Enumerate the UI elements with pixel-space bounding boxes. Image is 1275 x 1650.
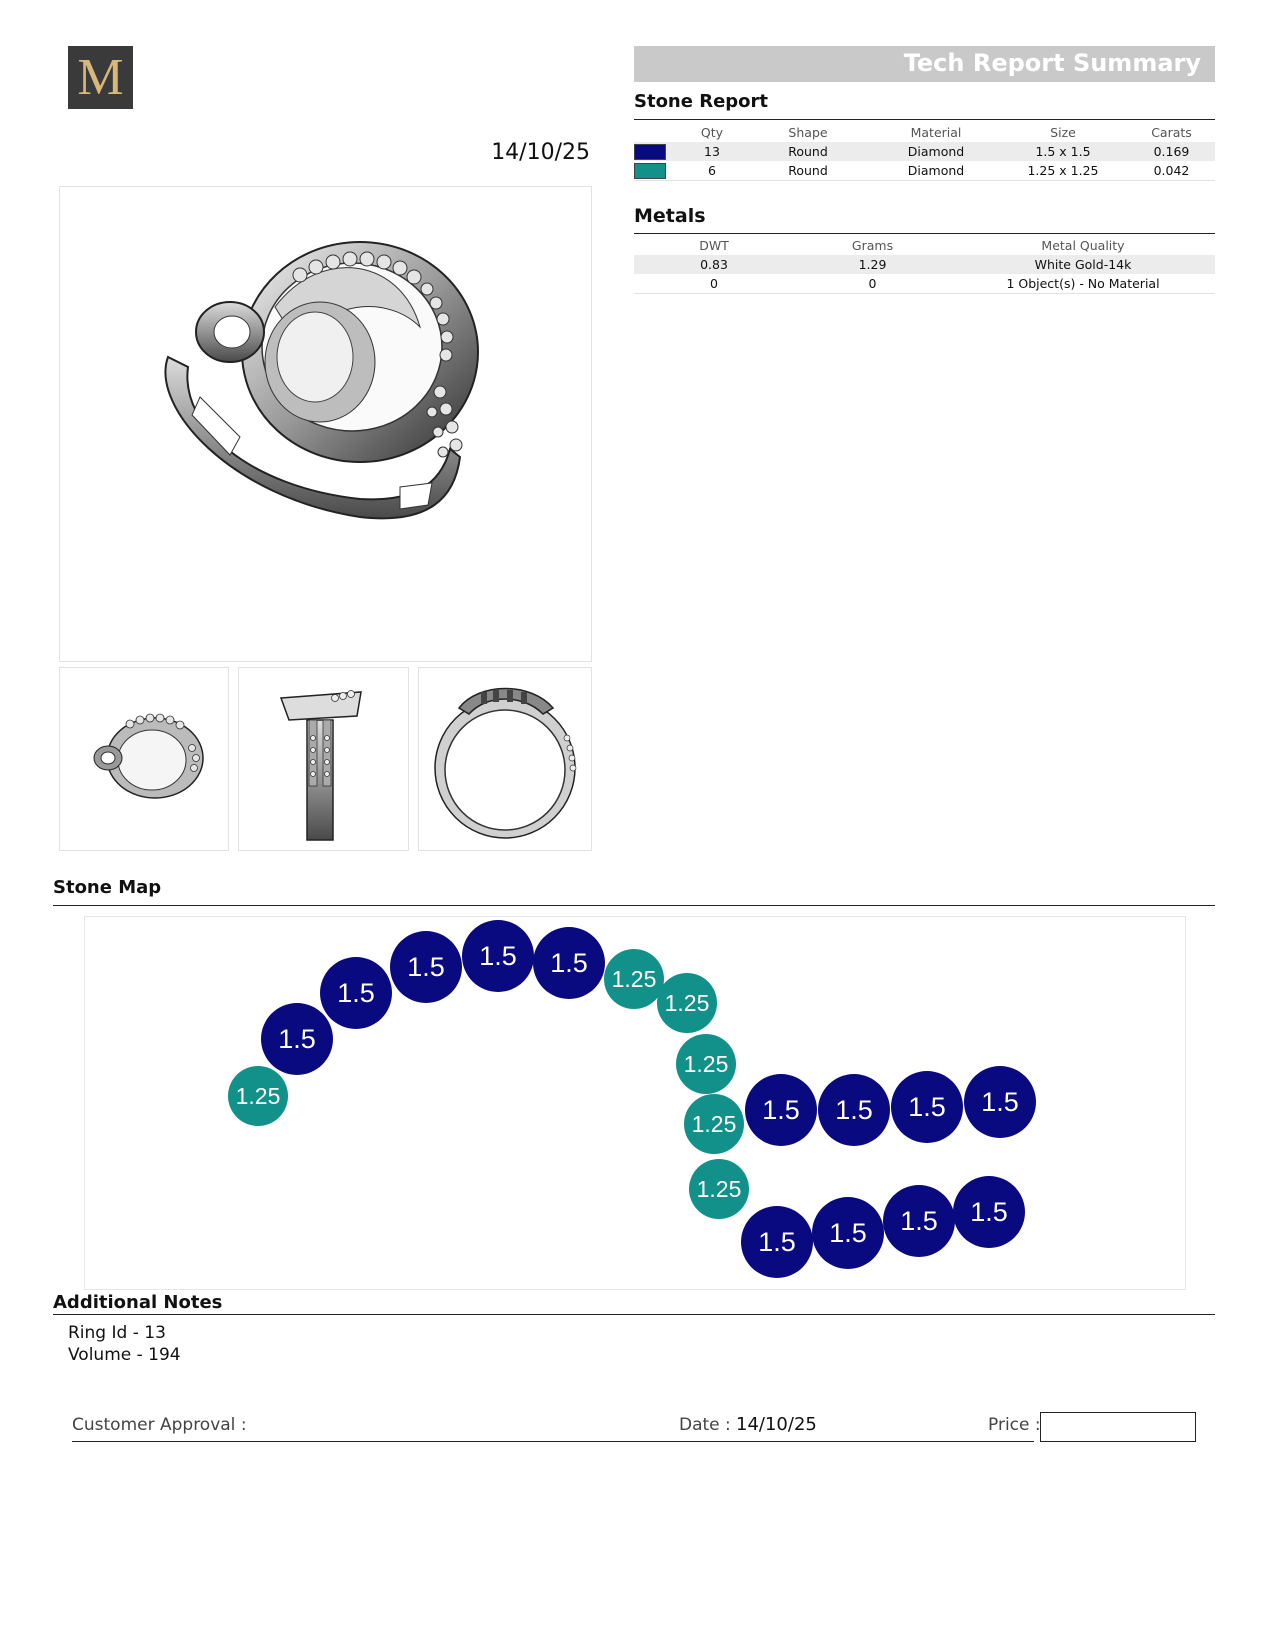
stone-marker: 1.5 <box>953 1176 1025 1248</box>
stone-marker: 1.25 <box>684 1094 744 1154</box>
grams-cell: 1.29 <box>794 255 951 274</box>
stone-marker: 1.5 <box>883 1185 955 1257</box>
carats-cell: 0.042 <box>1128 161 1215 181</box>
stone-marker: 1.25 <box>657 973 717 1033</box>
stone-marker: 1.5 <box>533 927 605 999</box>
ring-thumb-front-image <box>93 713 204 799</box>
report-title: Tech Report Summary <box>903 49 1201 77</box>
stone-marker: 1.5 <box>891 1071 963 1143</box>
material-cell: Diamond <box>874 142 998 161</box>
col-material: Material <box>910 125 962 140</box>
qty-cell: 6 <box>682 161 742 181</box>
stone-marker: 1.25 <box>228 1066 288 1126</box>
ring-main-image <box>164 241 479 520</box>
quality-cell: White Gold-14k <box>951 255 1215 274</box>
logo-letter: M <box>77 49 124 106</box>
stone-marker: 1.5 <box>462 920 534 992</box>
metals-table: DWT Grams Metal Quality 0.83 1.29 White … <box>634 236 1215 294</box>
col-dwt: DWT <box>699 238 729 253</box>
col-carats: Carats <box>1151 125 1192 140</box>
metals-header: DWT Grams Metal Quality <box>634 236 1215 255</box>
stone-marker: 1.5 <box>741 1206 813 1278</box>
grams-cell: 0 <box>794 274 951 294</box>
table-row: 0 0 1 Object(s) - No Material <box>634 274 1215 294</box>
metals-title: Metals <box>634 205 706 227</box>
ring-thumb-top <box>418 667 592 851</box>
stone-marker: 1.25 <box>689 1159 749 1219</box>
stone-map-rule <box>53 905 1215 906</box>
col-qty: Qty <box>700 125 724 140</box>
stone-map-title: Stone Map <box>53 877 162 898</box>
shape-cell: Round <box>742 161 874 181</box>
color-swatch <box>634 162 666 179</box>
stone-marker: 1.25 <box>676 1034 736 1094</box>
stone-marker: 1.5 <box>320 957 392 1029</box>
qty-cell: 13 <box>682 142 742 161</box>
table-row: 13 Round Diamond 1.5 x 1.5 0.169 <box>634 142 1215 161</box>
col-shape: Shape <box>788 125 828 140</box>
stone-marker: 1.5 <box>745 1074 817 1146</box>
ring-thumb-side <box>238 667 409 851</box>
size-cell: 1.5 x 1.5 <box>998 142 1128 161</box>
report-title-bar: Tech Report Summary <box>634 46 1215 82</box>
col-grams: Grams <box>851 238 894 253</box>
quality-cell: 1 Object(s) - No Material <box>951 274 1215 294</box>
stone-marker: 1.5 <box>812 1197 884 1269</box>
stone-marker: 1.5 <box>390 931 462 1003</box>
table-row: 6 Round Diamond 1.25 x 1.25 0.042 <box>634 161 1215 181</box>
note-ring-id: Ring Id - 13 <box>68 1323 166 1343</box>
dwt-cell: 0 <box>634 274 794 294</box>
metals-rule <box>634 233 1215 234</box>
notes-rule <box>53 1314 1215 1315</box>
stone-marker: 1.5 <box>964 1066 1036 1138</box>
company-logo: M <box>68 46 133 109</box>
notes-title: Additional Notes <box>53 1292 223 1313</box>
price-field[interactable] <box>1040 1412 1196 1442</box>
col-size: Size <box>1050 125 1076 140</box>
price-label: Price : <box>988 1415 1041 1435</box>
ring-main-view <box>59 186 592 662</box>
report-date: 14/10/25 <box>491 140 590 165</box>
customer-approval-label: Customer Approval : <box>72 1415 247 1435</box>
col-metal-quality: Metal Quality <box>1041 238 1125 253</box>
ring-thumb-top-image <box>434 687 577 839</box>
stone-report-rule <box>634 119 1215 120</box>
approval-signature-line <box>72 1441 1034 1442</box>
swatch-header <box>634 123 682 142</box>
shape-cell: Round <box>742 142 874 161</box>
carats-cell: 0.169 <box>1128 142 1215 161</box>
stone-marker: 1.5 <box>261 1003 333 1075</box>
approval-date-label: Date : <box>679 1415 731 1435</box>
stone-marker: 1.25 <box>604 949 664 1009</box>
material-cell: Diamond <box>874 161 998 181</box>
stone-report-title: Stone Report <box>634 91 769 112</box>
note-volume: Volume - 194 <box>68 1345 181 1365</box>
ring-thumb-front <box>59 667 229 851</box>
approval-date-value: 14/10/25 <box>736 1414 817 1435</box>
stone-marker: 1.5 <box>818 1074 890 1146</box>
size-cell: 1.25 x 1.25 <box>998 161 1128 181</box>
dwt-cell: 0.83 <box>634 255 794 274</box>
color-swatch <box>634 143 666 160</box>
stone-report-header: Qty Shape Material Size Carats <box>634 123 1215 142</box>
ring-thumb-side-image <box>279 690 362 841</box>
stone-report-table: Qty Shape Material Size Carats 13 Round … <box>634 123 1215 181</box>
table-row: 0.83 1.29 White Gold-14k <box>634 255 1215 274</box>
